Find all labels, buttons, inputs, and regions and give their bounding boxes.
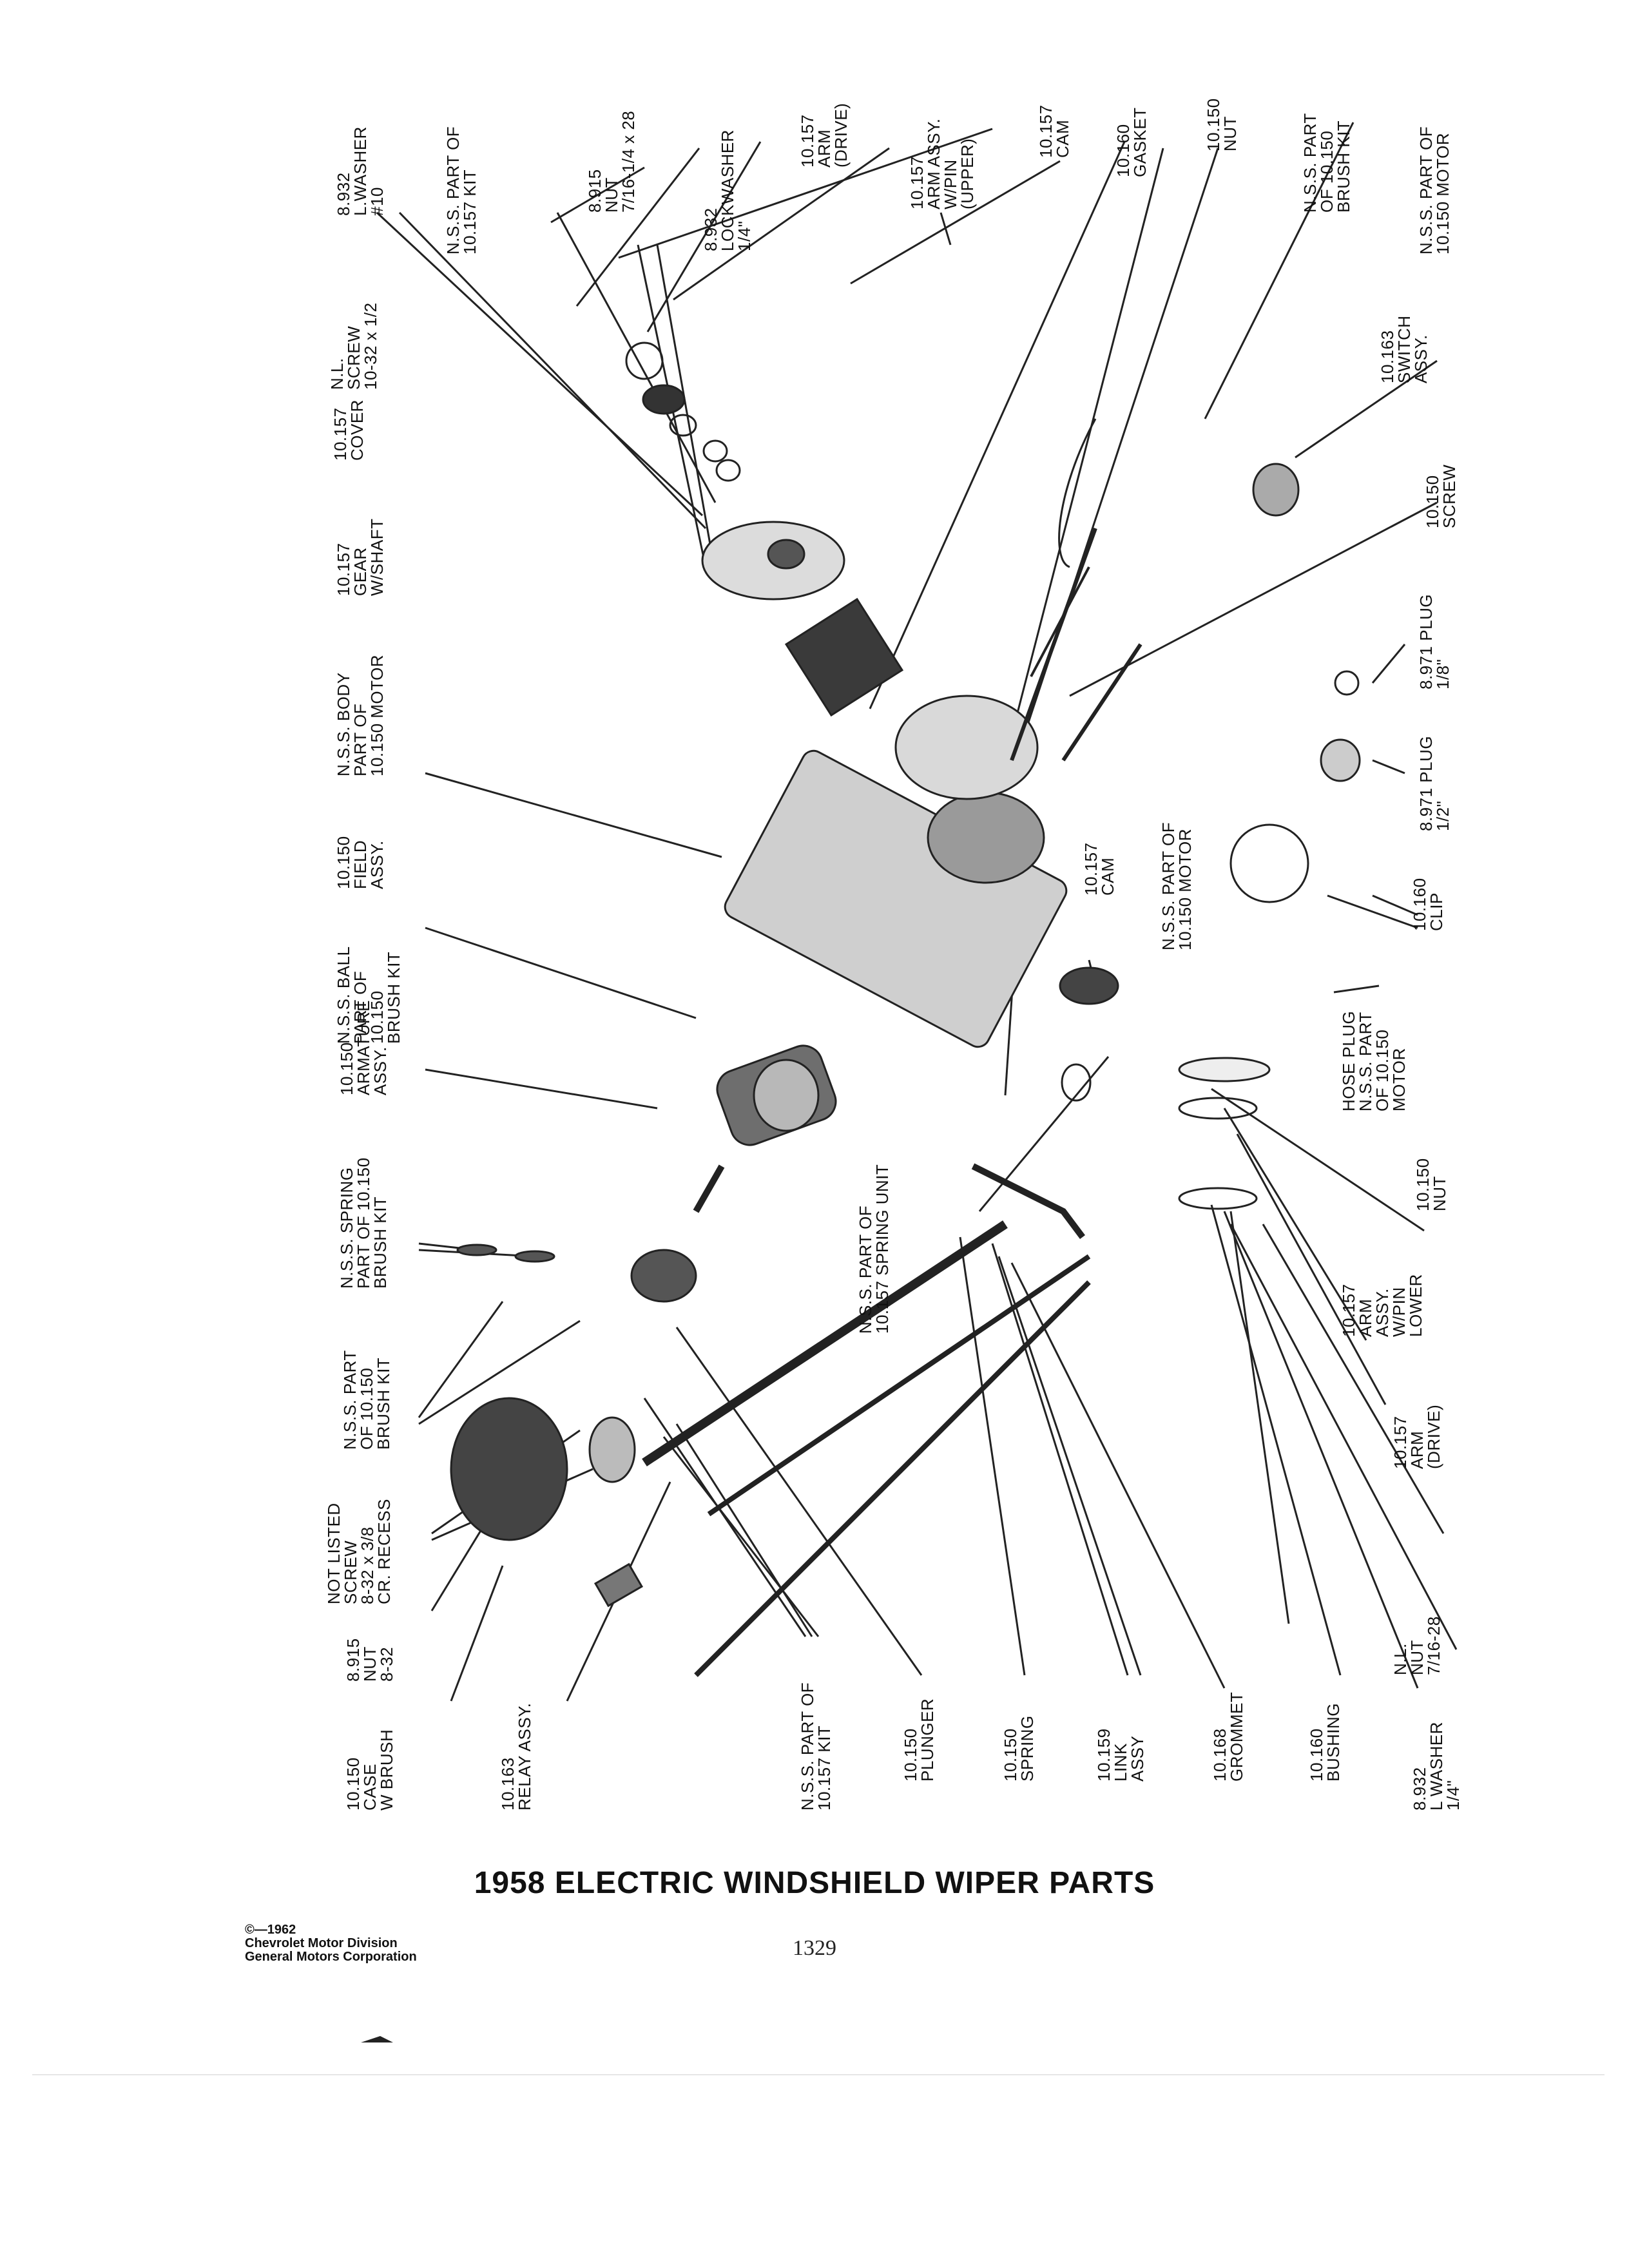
page-number: 1329 [793,1936,836,1960]
copyright-notice: ©—1962 Chevrolet Motor Division General … [245,1923,417,1964]
page-title: 1958 ELECTRIC WINDSHIELD WIPER PARTS [474,1866,1155,1900]
